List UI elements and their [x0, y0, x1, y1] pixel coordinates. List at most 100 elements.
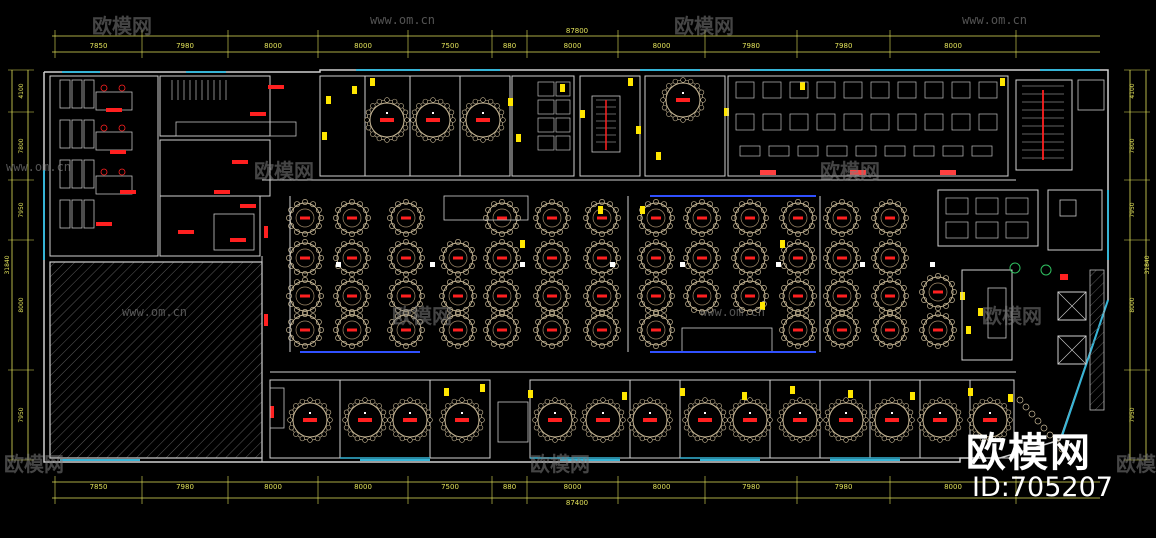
table-ring — [292, 402, 328, 438]
table-ring — [537, 402, 573, 438]
seat — [607, 398, 614, 405]
seat — [562, 223, 569, 229]
seat — [661, 431, 667, 437]
seat — [512, 301, 519, 307]
seat — [795, 271, 801, 277]
seat — [607, 313, 613, 320]
seat — [599, 231, 605, 237]
table-ring — [536, 314, 568, 346]
seat — [387, 293, 393, 299]
yellow-marker — [560, 84, 565, 92]
seat — [825, 301, 832, 307]
table-tag — [300, 256, 310, 260]
watermark-logo: 欧模网 — [392, 304, 452, 328]
seat — [672, 115, 679, 122]
table-tag — [453, 328, 463, 332]
table-tag — [745, 256, 755, 260]
seat — [879, 201, 885, 208]
seat — [599, 271, 605, 277]
seat — [472, 135, 479, 142]
pillar — [430, 262, 435, 267]
table-ring — [687, 402, 723, 438]
seat — [728, 409, 735, 416]
seat — [499, 277, 505, 283]
seat — [466, 435, 473, 442]
table-top — [492, 248, 512, 268]
seat — [645, 201, 651, 208]
seat — [422, 98, 429, 105]
table-ring — [392, 402, 428, 438]
table-mark — [845, 412, 847, 414]
yellow-marker — [800, 82, 805, 90]
table-ring — [536, 280, 568, 312]
toilet-stall — [537, 81, 555, 97]
seat — [887, 343, 893, 349]
banquet-table — [823, 239, 861, 277]
seat — [618, 409, 625, 416]
seat — [581, 409, 588, 416]
table-ring — [734, 242, 766, 274]
banquet-table — [286, 199, 324, 237]
seat — [544, 398, 551, 405]
seat — [680, 77, 686, 83]
table-tag — [983, 418, 997, 422]
dim-label-bottom: 8000 — [944, 483, 962, 491]
seat — [395, 279, 401, 286]
table-tag — [401, 294, 411, 298]
banquet-table — [683, 239, 721, 277]
dim-label-bottom: 8000 — [653, 483, 671, 491]
seat — [755, 241, 761, 248]
seat — [333, 255, 339, 261]
seat — [803, 268, 809, 275]
seat — [797, 397, 803, 403]
seat — [310, 241, 316, 248]
red-label — [268, 85, 284, 89]
seat — [416, 263, 423, 269]
seat — [388, 424, 395, 431]
table-tag — [453, 256, 463, 260]
table-mark — [364, 412, 366, 414]
seat — [533, 409, 540, 416]
seat — [680, 117, 686, 123]
seat — [712, 301, 719, 307]
private-room-table — [387, 397, 433, 443]
seat — [349, 271, 355, 277]
sofa — [1005, 197, 1029, 215]
banquet-table — [533, 199, 571, 237]
seat — [777, 417, 783, 423]
seat — [380, 409, 387, 416]
seat — [460, 117, 466, 123]
dim-label-top: 8000 — [354, 42, 372, 50]
seat — [562, 319, 569, 325]
seat — [354, 435, 361, 442]
seat — [422, 135, 429, 142]
seat — [437, 98, 444, 105]
seat — [395, 201, 401, 208]
seat — [760, 247, 767, 253]
seat — [712, 285, 719, 291]
seat — [787, 340, 793, 347]
seat — [314, 398, 321, 405]
seat — [538, 403, 544, 409]
seat — [694, 435, 701, 442]
seat — [507, 306, 513, 313]
dim-label-top: 7500 — [441, 42, 459, 50]
plant — [1009, 262, 1021, 274]
banquet-table — [533, 311, 571, 349]
table-ring — [586, 202, 618, 234]
seat — [666, 83, 672, 89]
seat — [699, 271, 705, 277]
cafe-table — [897, 113, 917, 131]
table-ring — [734, 202, 766, 234]
table-tag — [547, 328, 557, 332]
table-ring — [782, 402, 818, 438]
seat — [716, 403, 722, 409]
banquet-table — [387, 311, 425, 349]
seat — [855, 215, 861, 221]
table-ring — [874, 242, 906, 274]
table-top — [880, 248, 900, 268]
toilet-stall — [537, 135, 555, 151]
seat — [566, 403, 572, 409]
table-tag — [426, 118, 440, 122]
table-ring — [922, 276, 954, 308]
